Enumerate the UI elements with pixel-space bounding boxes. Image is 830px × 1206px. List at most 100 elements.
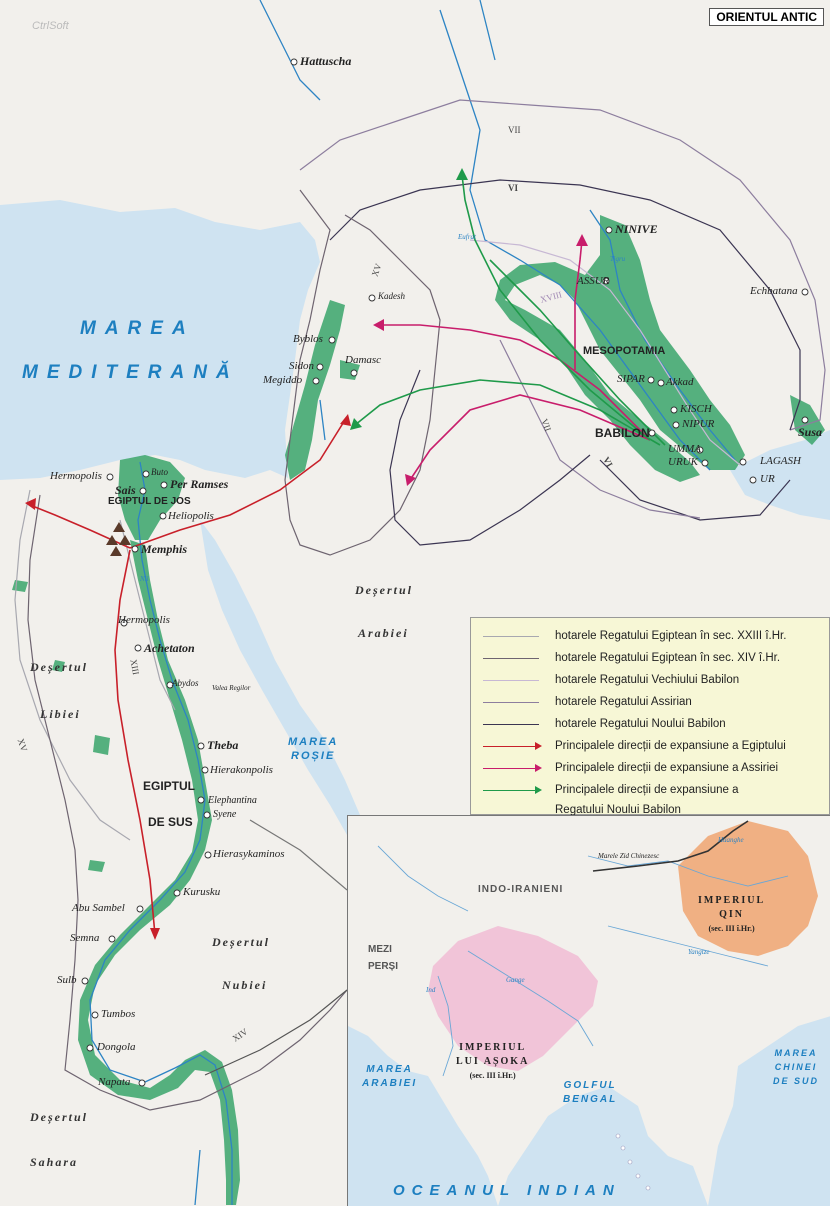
city-byblos: Byblos <box>293 333 323 345</box>
city-dongola: Dongola <box>97 1041 136 1053</box>
city-semna: Semna <box>70 932 100 944</box>
legend-label: Principalele direcții de expansiune a Eg… <box>555 740 786 752</box>
city-memphis: Memphis <box>141 542 188 556</box>
arrow-head-icon <box>535 764 542 772</box>
region-egiptul-de-sus-1: EGIPTUL <box>143 779 196 793</box>
legend-label: hotarele Regatului Egiptean în sec. XXII… <box>555 630 787 642</box>
city-sais: Sais <box>115 483 136 497</box>
inset-persi: PERȘI <box>368 961 399 972</box>
boundary-numeral: VII <box>508 125 521 135</box>
mediterranean-sea <box>0 200 320 480</box>
region-egiptul-de-jos: EGIPTUL DE JOS <box>108 496 191 507</box>
legend-label: hotarele Regatului Assirian <box>555 696 692 708</box>
region-egiptul-de-sus-2: DE SUS <box>148 815 193 829</box>
city-hermopolis-south: Hermopolis <box>118 614 170 626</box>
city-syene: Syene <box>213 809 237 820</box>
inset-canvas <box>348 820 830 1206</box>
legend-swatch <box>483 658 539 659</box>
watermark: CtrlSoft <box>32 20 69 32</box>
city-assur: ASSUR <box>577 275 610 287</box>
imperiul-asoka-area <box>428 926 598 1071</box>
desert-libiei-1: Deșertul <box>30 660 88 674</box>
arrow-head-icon <box>535 786 542 794</box>
legend-label: hotarele Regatului Vechiului Babilon <box>555 674 740 686</box>
city-hierakonpolis: Hierakonpolis <box>210 764 273 776</box>
city-dots <box>81 58 809 1087</box>
inset-river-ind: Ind <box>426 986 436 994</box>
city-theba: Theba <box>207 738 239 752</box>
city-nipur: NIPUR <box>682 418 715 430</box>
city-ur: UR <box>760 473 775 485</box>
city-akkad: Akkad <box>666 376 694 388</box>
expansion-arrows <box>29 174 666 936</box>
legend-swatch <box>483 768 539 769</box>
city-ninive: NINIVE <box>615 222 658 236</box>
city-hattuscha: Hattuscha <box>300 54 352 68</box>
arrow-head-icon <box>535 742 542 750</box>
river-label-nil: Nil <box>140 575 149 583</box>
legend-swatch <box>483 724 539 725</box>
city-abu-sambel: Abu Sambel <box>72 902 125 914</box>
city-kisch: KISCH <box>680 403 712 415</box>
city-susa: Susa <box>798 425 823 439</box>
sea-label-mediterana: MEDITERANĂ <box>22 362 239 383</box>
city-uruk: URUK <box>668 456 698 468</box>
arrow-heads <box>25 168 588 940</box>
desert-arabiei-1: Deșertul <box>355 583 413 597</box>
boundaries <box>14 99 826 1111</box>
desert-arabiei-2: Arabiei <box>358 626 409 640</box>
legend-label: Principalele direcții de expansiune a <box>555 784 739 796</box>
city-damasc: Damasc <box>345 354 382 366</box>
desert-sahara-2: Sahara <box>30 1155 79 1169</box>
city-heliopolis: Heliopolis <box>168 510 214 522</box>
imperiul-qin-area <box>678 821 818 956</box>
rivers <box>89 0 736 1205</box>
desert-sahara-1: Deșertul <box>30 1110 88 1124</box>
city-abydos: Abydos <box>172 678 199 688</box>
red-sea <box>200 520 360 835</box>
inset-river-gange: Gange <box>506 976 525 984</box>
inset-imperiul-asoka: IMPERIUL LUI AȘOKA (sec. III î.Hr.) <box>456 1042 530 1080</box>
city-sulb: Sulb <box>57 974 77 986</box>
inset-indo-iranieni: INDO-IRANIENI <box>478 884 564 895</box>
boundary-numeral: VI <box>508 183 519 193</box>
sea-label-marea: MAREA <box>80 318 195 339</box>
desert-libiei-2: Libiei <box>40 707 81 721</box>
city-sipar: SIPAR <box>617 373 645 385</box>
desert-nubiei-1: Deșertul <box>212 935 270 949</box>
legend-label: hotarele Regatului Egiptean în sec. XIV … <box>555 652 781 664</box>
river-label-eufrat: Eufrat <box>458 233 476 241</box>
city-megiddo: Megiddo <box>263 374 303 386</box>
city-elephantina: Elephantina <box>208 795 257 806</box>
legend-label: Principalele direcții de expansiune a As… <box>555 762 779 774</box>
city-hierasykaminos: Hierasykaminos <box>213 848 285 860</box>
city-umma: UMMA <box>668 443 701 455</box>
city-sidon: Sidon <box>289 360 315 372</box>
legend-swatch <box>483 746 539 747</box>
map-legend: hotarele Regatului Egiptean în sec. XXII… <box>470 617 830 816</box>
region-mesopotamia: MESOPOTAMIA <box>583 345 666 357</box>
city-kurusku: Kurusku <box>183 886 221 898</box>
city-napata: Napata <box>98 1076 131 1088</box>
city-babilon: BABILON <box>595 426 650 440</box>
river-label-tigru: Tigru <box>610 255 626 263</box>
legend-swatch <box>483 636 539 637</box>
desert-nubiei-2: Nubiei <box>222 978 268 992</box>
legend-swatch <box>483 680 539 681</box>
inset-map: INDO-IRANIENI Marele Zid Chinezesc IMPER… <box>347 815 830 1206</box>
inset-river-yangtze: Yangtze <box>688 948 710 956</box>
fertile-regions <box>12 215 825 1205</box>
inset-marele-zid: Marele Zid Chinezesc <box>598 852 660 860</box>
city-per-ramses: Per Ramses <box>170 477 229 491</box>
city-achetaton: Achetaton <box>144 641 195 655</box>
persian-gulf <box>730 430 830 520</box>
legend-label: hotarele Regatului Noului Babilon <box>555 718 726 730</box>
city-buto: Buto <box>151 467 168 477</box>
city-tumbos: Tumbos <box>101 1008 136 1020</box>
inset-oceanul-indian: OCEANUL INDIAN <box>393 1182 621 1199</box>
city-kadesh: Kadesh <box>378 291 405 301</box>
